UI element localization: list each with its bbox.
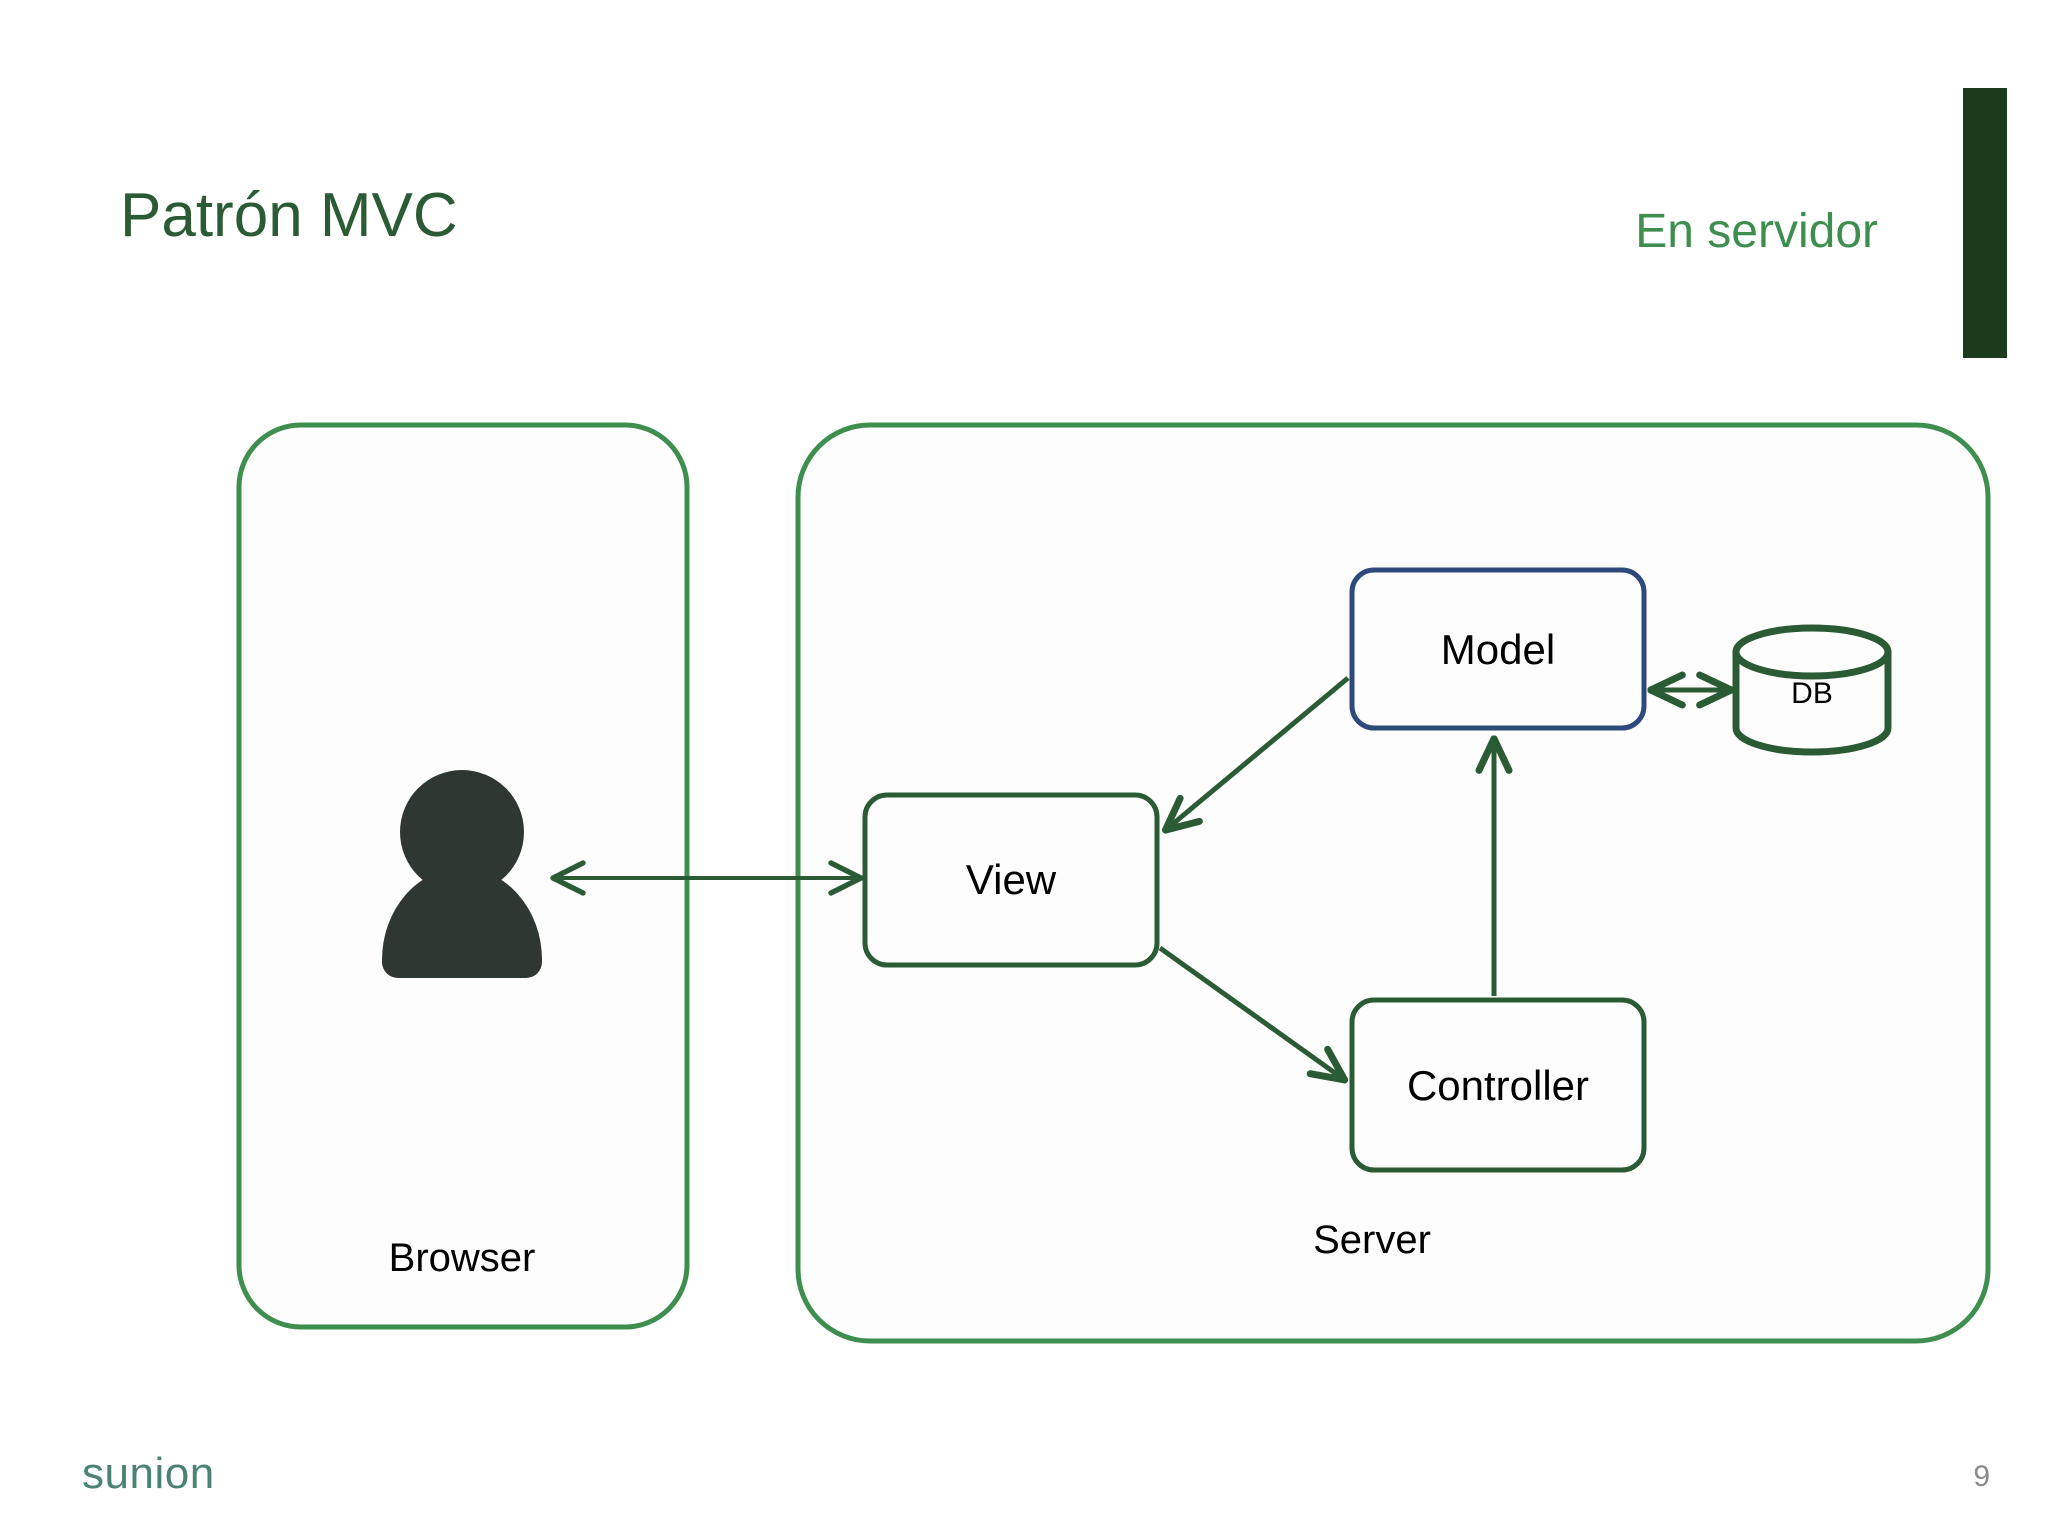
- model-node-label: Model: [1440, 626, 1556, 673]
- browser-zone-box: [236, 422, 690, 1330]
- browser-zone-label: Browser: [388, 1236, 536, 1280]
- page-title: Patrón MVC: [120, 181, 458, 250]
- view-node-label: View: [965, 856, 1057, 903]
- page-number: 9: [1973, 1460, 1990, 1493]
- person-icon: [382, 770, 542, 978]
- edge-view-controller: [1158, 945, 1342, 1078]
- edge-model-view: [1168, 676, 1350, 828]
- sunion-logo: sunion: [82, 1449, 215, 1498]
- slide-subtitle: En servidor: [1635, 205, 1878, 258]
- accent-bar: [1963, 88, 2007, 358]
- db-node-label: DB: [1791, 677, 1833, 710]
- server-zone-label: Server: [1313, 1218, 1431, 1262]
- controller-node-label: Controller: [1406, 1062, 1590, 1109]
